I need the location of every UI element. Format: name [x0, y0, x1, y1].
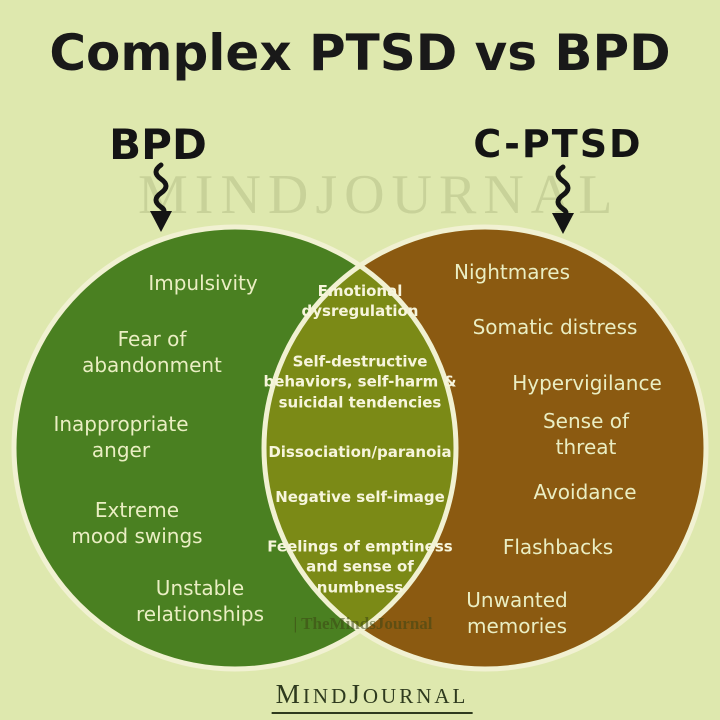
page-title: Complex PTSD vs BPD [49, 24, 671, 82]
cptsd-item: Sense of threat [542, 409, 630, 459]
cptsd-item: Avoidance [533, 480, 637, 504]
mindjournal-logo-mind: MIND [275, 679, 350, 709]
cptsd-item: Hypervigilance [512, 371, 662, 395]
shared-item: Self-destructive behaviors, self-harm & … [263, 352, 457, 412]
bpd-label: BPD [109, 120, 207, 169]
shared-item: Dissociation/paranoia [268, 442, 452, 461]
bpd-item: Inappropriate anger [53, 412, 189, 462]
bpd-item: Impulsivity [148, 271, 258, 295]
mindjournal-logo: MINDJOURNAL [271, 679, 473, 714]
cptsd-label: C-PTSD [473, 122, 643, 166]
bpd-item: Fear of abandonment [82, 327, 222, 377]
bpd-item: Extreme mood swings [71, 498, 203, 548]
shared-item: Emotional dysregulation [301, 281, 419, 320]
shared-item: Negative self-image [275, 487, 445, 506]
cptsd-circle-outline [261, 224, 709, 672]
cptsd-arrow-down-icon [552, 164, 574, 234]
mindjournal-watermark: MINDJOURNAL [138, 164, 620, 226]
overlap-region [264, 227, 456, 669]
shared-item: Feelings of emptiness and sense of numbn… [267, 537, 453, 597]
bpd-arrow-down-icon [150, 162, 172, 232]
cptsd-item: Unwanted memories [466, 588, 568, 638]
theminds-journal-watermark: | TheMindsJournal [293, 614, 433, 633]
cptsd-item: Somatic distress [472, 315, 638, 339]
cptsd-item: Flashbacks [502, 535, 614, 559]
mindjournal-logo-journal: JOURNAL [349, 679, 469, 709]
cptsd-item: Nightmares [454, 260, 570, 284]
bpd-circle-outline [11, 224, 459, 672]
bpd-item: Unstable relationships [136, 576, 264, 626]
